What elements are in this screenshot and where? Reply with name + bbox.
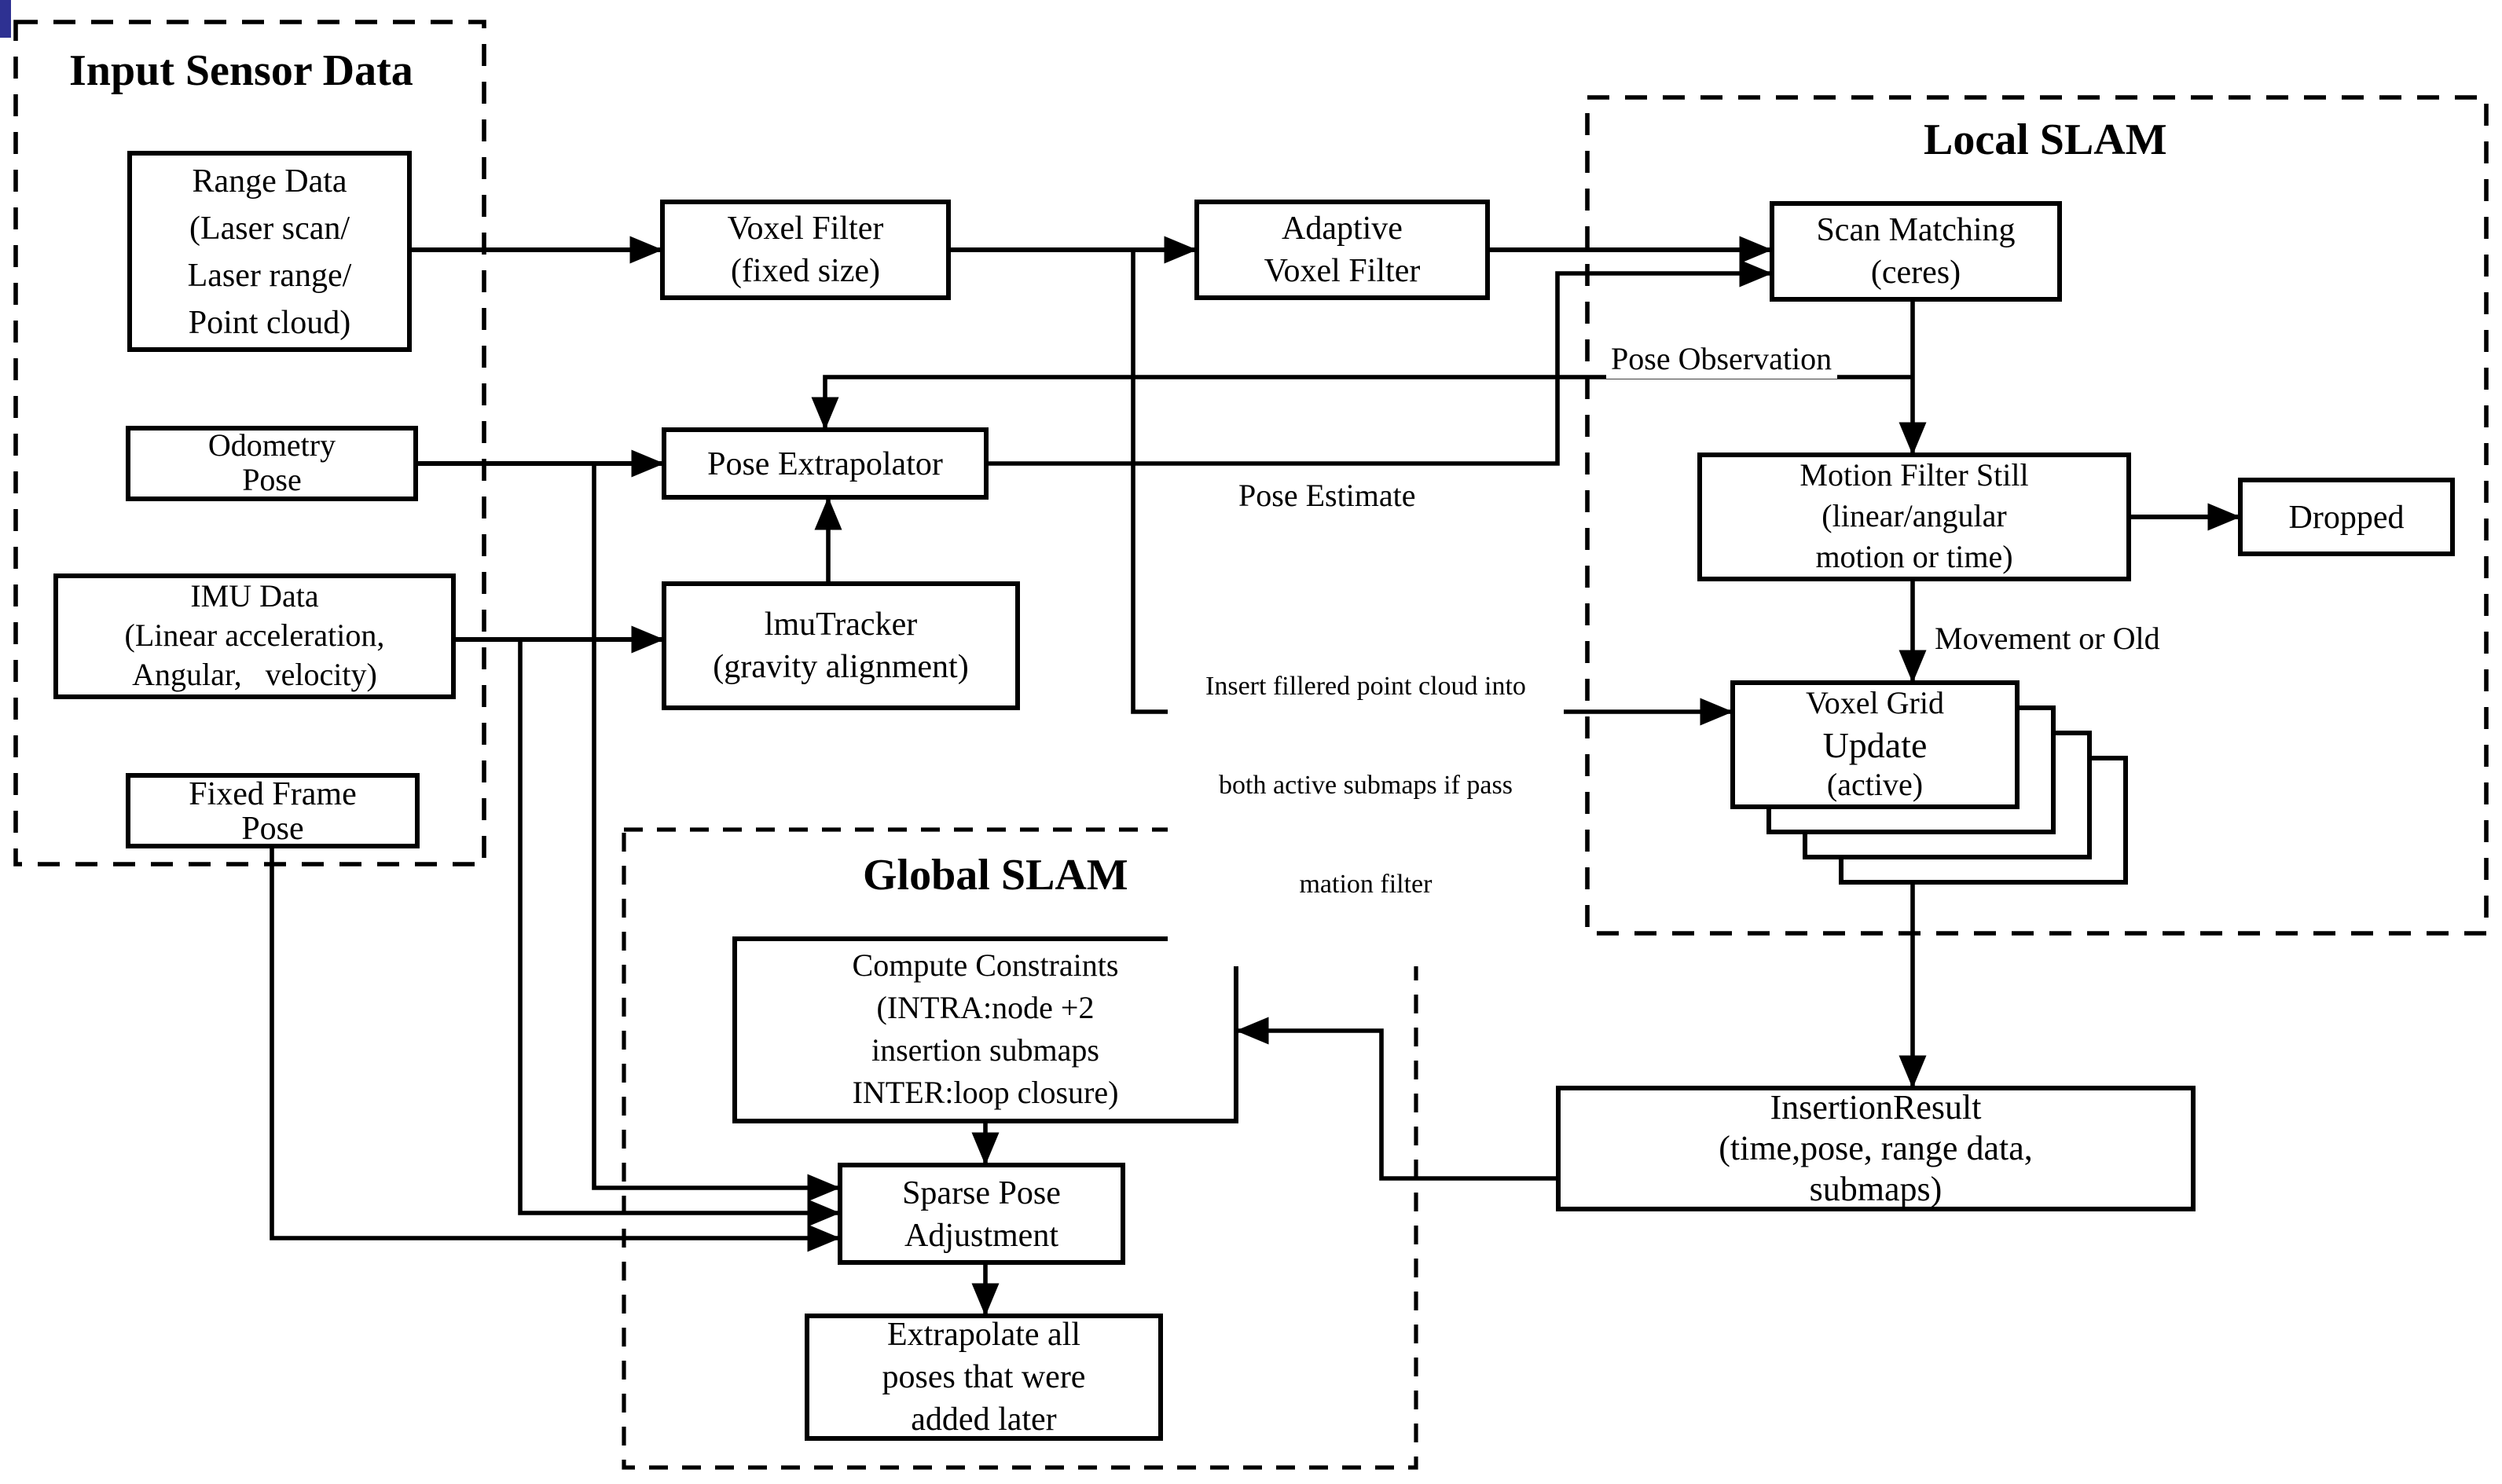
node-voxel-grid-update: Voxel Grid Update (active)	[1730, 680, 2020, 809]
label-insert-note: Insert fillered point cloud into both ac…	[1168, 603, 1564, 966]
node-range-data: Range Data (Laser scan/ Laser range/ Poi…	[127, 151, 412, 352]
edge-pose-estimate-to-scan-matching	[989, 259, 1773, 466]
group-input-sensor-data-border	[13, 20, 486, 867]
node-imu-data: IMU Data (Linear acceleration, Angular, …	[53, 573, 456, 699]
edge-imu-to-sparse-pose	[518, 639, 841, 1227]
node-motion-filter: Motion Filter Still (linear/angular moti…	[1697, 453, 2131, 581]
node-imu-tracker: lmuTracker (gravity alignment)	[662, 581, 1020, 710]
group-title-global-slam: Global SLAM	[863, 852, 1128, 900]
group-title-input-sensor-data: Input Sensor Data	[69, 47, 413, 96]
node-odometry-pose: Odometry Pose	[126, 426, 418, 501]
node-insertion-result: InsertionResult (time,pose, range data, …	[1556, 1086, 2196, 1211]
edge-fixed-frame-to-sparse-pose	[270, 848, 841, 1252]
node-sparse-pose-adjustment: Sparse Pose Adjustment	[838, 1163, 1125, 1265]
node-fixed-frame-pose: Fixed Frame Pose	[126, 773, 420, 848]
node-pose-extrapolator: Pose Extrapolator	[662, 427, 989, 500]
edge-insertion-result-to-compute-constraints	[1235, 1017, 1556, 1181]
group-global-slam-border	[622, 827, 1418, 1470]
node-voxel-filter: Voxel Filter (fixed size)	[660, 200, 951, 300]
edge-pose-observation-feedback	[811, 375, 1913, 431]
node-scan-matching: Scan Matching (ceres)	[1770, 201, 2062, 302]
node-adaptive-voxel-filter: Adaptive Voxel Filter	[1194, 200, 1490, 300]
label-pose-estimate: Pose Estimate	[1234, 479, 1421, 515]
node-dropped: Dropped	[2238, 478, 2455, 556]
label-pose-observation: Pose Observation	[1606, 343, 1837, 379]
label-movement-or-old: Movement or Old	[1930, 622, 2165, 658]
node-compute-constraints: Compute Constraints (INTRA:node +2 inser…	[732, 936, 1238, 1123]
node-extrapolate-poses: Extrapolate all poses that were added la…	[805, 1314, 1163, 1441]
group-title-local-slam: Local SLAM	[1924, 116, 2167, 165]
edge-odometry-to-sparse-pose	[592, 464, 841, 1202]
corner-artifact	[0, 0, 11, 38]
